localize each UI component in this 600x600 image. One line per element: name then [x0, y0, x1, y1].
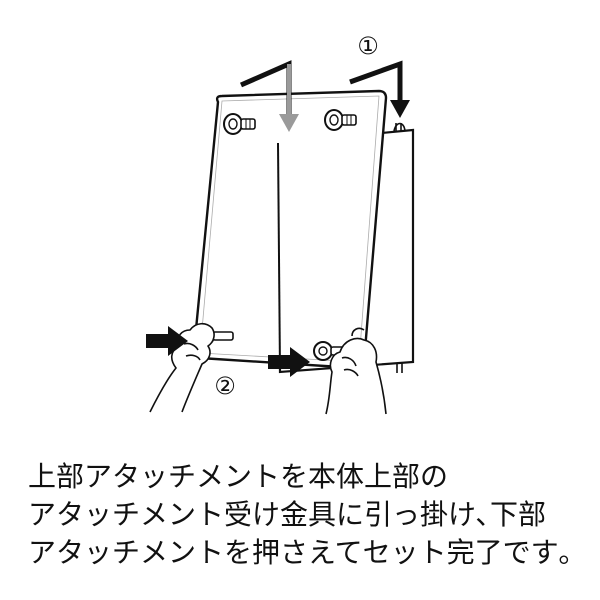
left-hand	[149, 322, 215, 413]
caption-line-3: アタッチメントを押さえてセット完了です｡	[28, 536, 573, 569]
right-arrow-icon	[146, 326, 188, 356]
right-arrow-icon	[268, 347, 310, 377]
right-hand	[325, 327, 387, 415]
instruction-caption: 上部アタッチメントを本体上部の アタッチメント受け金具に引っ掛け､下部 アタッチ…	[28, 458, 588, 572]
caption-line-1: 上部アタッチメントを本体上部の	[28, 460, 449, 493]
installation-illustration: ① ②	[146, 32, 415, 415]
top-attachment-left	[223, 113, 256, 135]
down-arrow-icon	[349, 60, 410, 118]
top-attachment-right	[324, 109, 357, 131]
step-number-1: ①	[357, 32, 379, 60]
caption-line-2: アタッチメント受け金具に引っ掛け､下部	[28, 498, 547, 531]
step-number-2: ②	[214, 372, 236, 400]
board-panel	[192, 89, 388, 370]
down-arrow-icon	[239, 60, 299, 132]
